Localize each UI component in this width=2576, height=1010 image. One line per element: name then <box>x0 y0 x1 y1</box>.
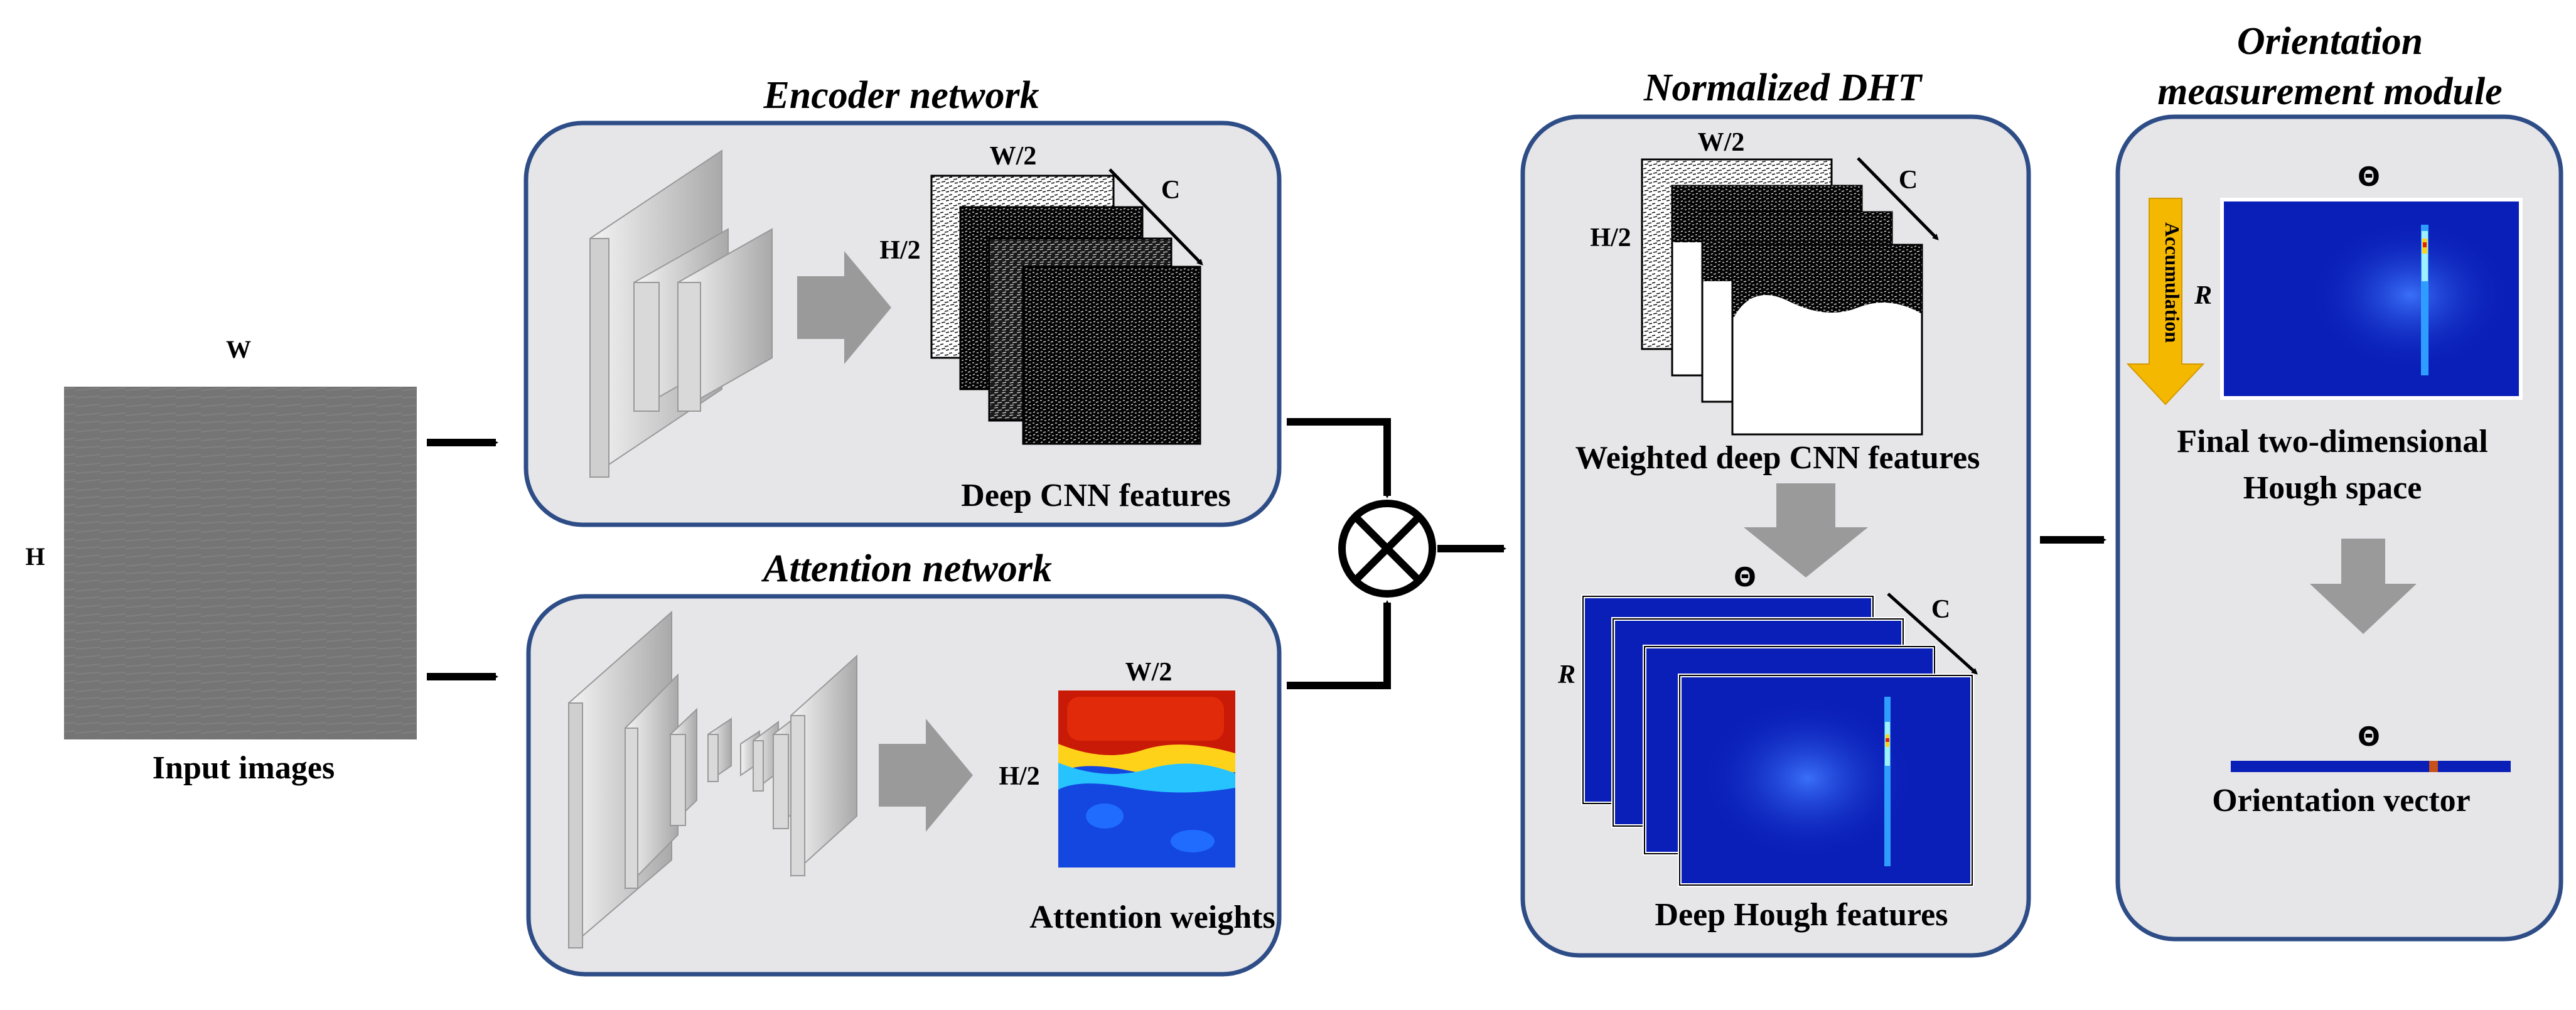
dht-hough-stack <box>1581 594 1974 887</box>
accumulation-arrow: Accumulation <box>2126 198 2205 406</box>
arrow-encoder-to-multiply <box>1287 418 1391 498</box>
encoder-gray-arrow <box>797 251 891 364</box>
orientation-panel: Orientation measurement module Θ Accumul… <box>2115 20 2563 942</box>
orientation-r-label: R <box>2194 281 2212 310</box>
attention-title: Attention network <box>761 547 1052 590</box>
input-images-label: Input images <box>153 750 335 786</box>
dht-r-label: R <box>1557 660 1575 689</box>
multiply-node <box>1287 418 1506 689</box>
attention-w-label: W/2 <box>1125 658 1173 687</box>
dht-c-label: C <box>1899 166 1918 195</box>
dht-c-arrow <box>1857 157 1939 240</box>
dht-gray-arrow <box>1744 483 1868 578</box>
final-hough-space <box>2220 198 2523 400</box>
orientation-title-line1: Orientation <box>2237 20 2423 63</box>
encoder-panel: Encoder network W/2 H/2 C Deep CNN featu… <box>523 74 1282 527</box>
multiply-cross-b <box>1353 514 1422 583</box>
input-image-shade <box>64 387 417 739</box>
encoder-title: Encoder network <box>763 74 1039 117</box>
attention-panel: Attention network <box>526 547 1282 977</box>
attention-h-label: H/2 <box>999 762 1039 791</box>
encoder-feature-maps <box>930 175 1201 445</box>
attention-layers <box>568 610 857 950</box>
encoder-c-arrow <box>1108 168 1203 266</box>
orientation-vector-peak <box>2429 761 2438 772</box>
dht-weighted-label: Weighted deep CNN features <box>1575 440 1980 476</box>
hough-space-label-line1: Final two-dimensional <box>2177 424 2488 459</box>
encoder-w-label: W/2 <box>990 142 1037 171</box>
attention-heatmap <box>1058 690 1235 868</box>
dht-c2-label: C <box>1931 595 1950 624</box>
encoder-layers <box>589 149 773 478</box>
dht-weighted-stack <box>1641 158 1923 436</box>
input-height-label: H <box>25 542 45 571</box>
accumulation-label: Accumulation <box>2161 222 2184 343</box>
input-image <box>64 387 417 739</box>
orientation-title-line2: measurement module <box>2157 70 2502 113</box>
attention-gray-arrow <box>879 719 973 832</box>
arrow-attention-to-multiply <box>1287 600 1391 689</box>
encoder-h-label: H/2 <box>879 236 920 265</box>
dht-theta-label: Θ <box>1734 562 1756 593</box>
input-width-label: W <box>226 335 251 363</box>
orientation-vector-label: Orientation vector <box>2212 783 2471 819</box>
orientation-vector-bar <box>2231 761 2511 772</box>
orientation-theta-label: Θ <box>2358 161 2380 192</box>
dht-w-label: W/2 <box>1698 128 1745 157</box>
dht-c2-arrow <box>1887 593 1978 675</box>
orientation-theta2-label: Θ <box>2358 721 2380 752</box>
dht-hough-label: Deep Hough features <box>1655 897 1948 933</box>
dht-panel: Normalized DHT W/2 H/2 C Weighted deep C… <box>1520 67 2031 958</box>
hough-space-label-line2: Hough space <box>2243 470 2422 506</box>
input-section: W H Input images <box>25 335 498 786</box>
encoder-c-label: C <box>1161 176 1180 205</box>
encoder-features-label: Deep CNN features <box>961 478 1230 513</box>
orientation-gray-arrow <box>2310 539 2417 634</box>
dht-title: Normalized DHT <box>1643 67 1923 109</box>
attention-weights-label: Attention weights <box>1029 900 1275 935</box>
dht-h-label: H/2 <box>1590 223 1631 252</box>
